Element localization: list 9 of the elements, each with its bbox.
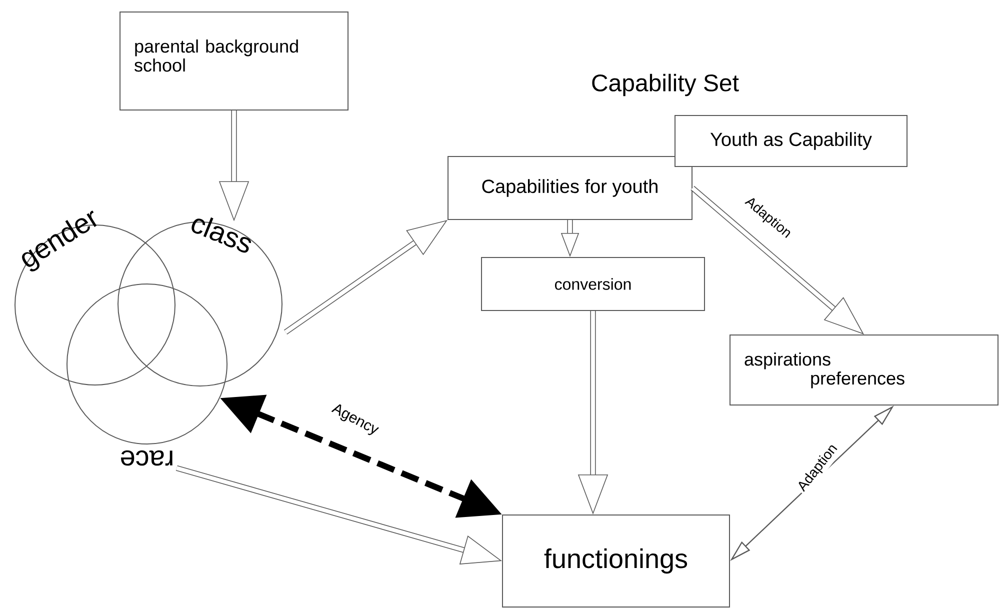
text-box: Capabilities for youth bbox=[448, 156, 692, 220]
arrow bbox=[690, 186, 864, 334]
text-box: conversion bbox=[481, 257, 705, 311]
text-box: Youth as Capability bbox=[674, 115, 908, 167]
heading: Capability Set bbox=[592, 74, 739, 96]
circle-label: race bbox=[121, 450, 172, 466]
circle-label: class bbox=[192, 217, 251, 253]
text-box: parental background school bbox=[120, 12, 348, 110]
text-box: functionings bbox=[502, 514, 730, 608]
